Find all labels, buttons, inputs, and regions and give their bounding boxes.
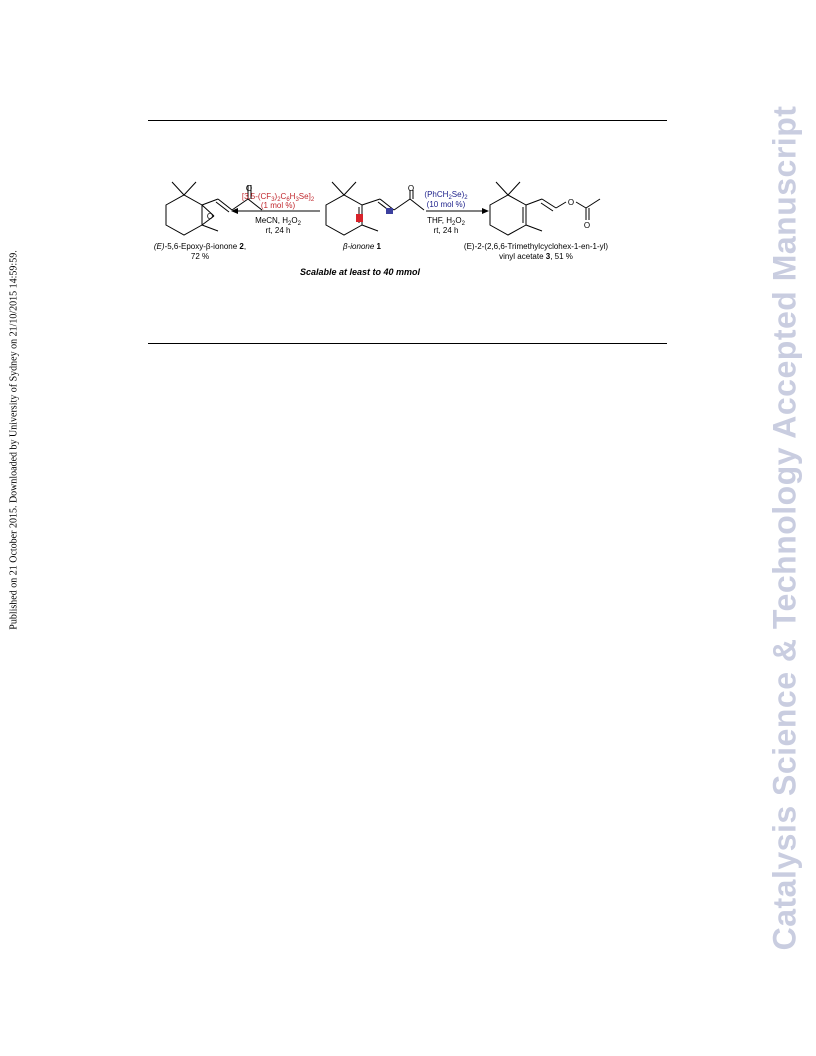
left-catalyst-loading: (1 mol %) bbox=[261, 201, 296, 210]
vinyl-acetate-structure bbox=[489, 181, 601, 236]
rearrangement-site-marker bbox=[386, 208, 393, 214]
left-conditions-time: rt, 24 h bbox=[266, 226, 291, 235]
product-3-name-line2: vinyl acetate 3, 51 % bbox=[499, 252, 573, 261]
right-conditions-time: rt, 24 h bbox=[434, 226, 459, 235]
ester-oxygen-label: O bbox=[568, 198, 574, 207]
product-2-name: (E)-5,6-Epoxy-β-ionone 2, bbox=[154, 242, 246, 251]
epoxide-oxygen-label: O bbox=[207, 212, 213, 221]
scalability-note: Scalable at least to 40 mmol bbox=[300, 267, 421, 277]
right-catalyst: (PhCH2Se)2 bbox=[424, 190, 468, 201]
top-rule bbox=[148, 120, 667, 121]
left-ketone-oxygen-label: O bbox=[246, 184, 252, 193]
right-arrowhead bbox=[482, 208, 489, 214]
product-3-name-line1: (E)-2-(2,6,6-Trimethylcyclohex-1-en-1-yl… bbox=[464, 242, 609, 251]
epoxidation-site-marker bbox=[356, 214, 363, 222]
epoxy-ionone-structure bbox=[165, 181, 263, 236]
right-catalyst-loading: (10 mol %) bbox=[427, 200, 466, 209]
left-arrowhead bbox=[231, 208, 238, 214]
product-2-yield: 72 % bbox=[191, 252, 209, 261]
substrate-ketone-oxygen-label: O bbox=[408, 184, 414, 193]
substrate-1-name: β-ionone 1 bbox=[342, 242, 381, 251]
bottom-rule bbox=[148, 343, 667, 344]
left-conditions-solvent: MeCN, H2O2 bbox=[255, 216, 301, 227]
left-catalyst: [3,5-(CF3)2C6H3Se]2 bbox=[242, 192, 315, 203]
right-conditions-solvent: THF, H2O2 bbox=[427, 216, 465, 227]
carbonyl-oxygen-label: O bbox=[584, 221, 590, 230]
reaction-scheme: O O O O O [3,5-(CF3)2C6H3Se]2 (1 mol %) … bbox=[154, 181, 609, 277]
